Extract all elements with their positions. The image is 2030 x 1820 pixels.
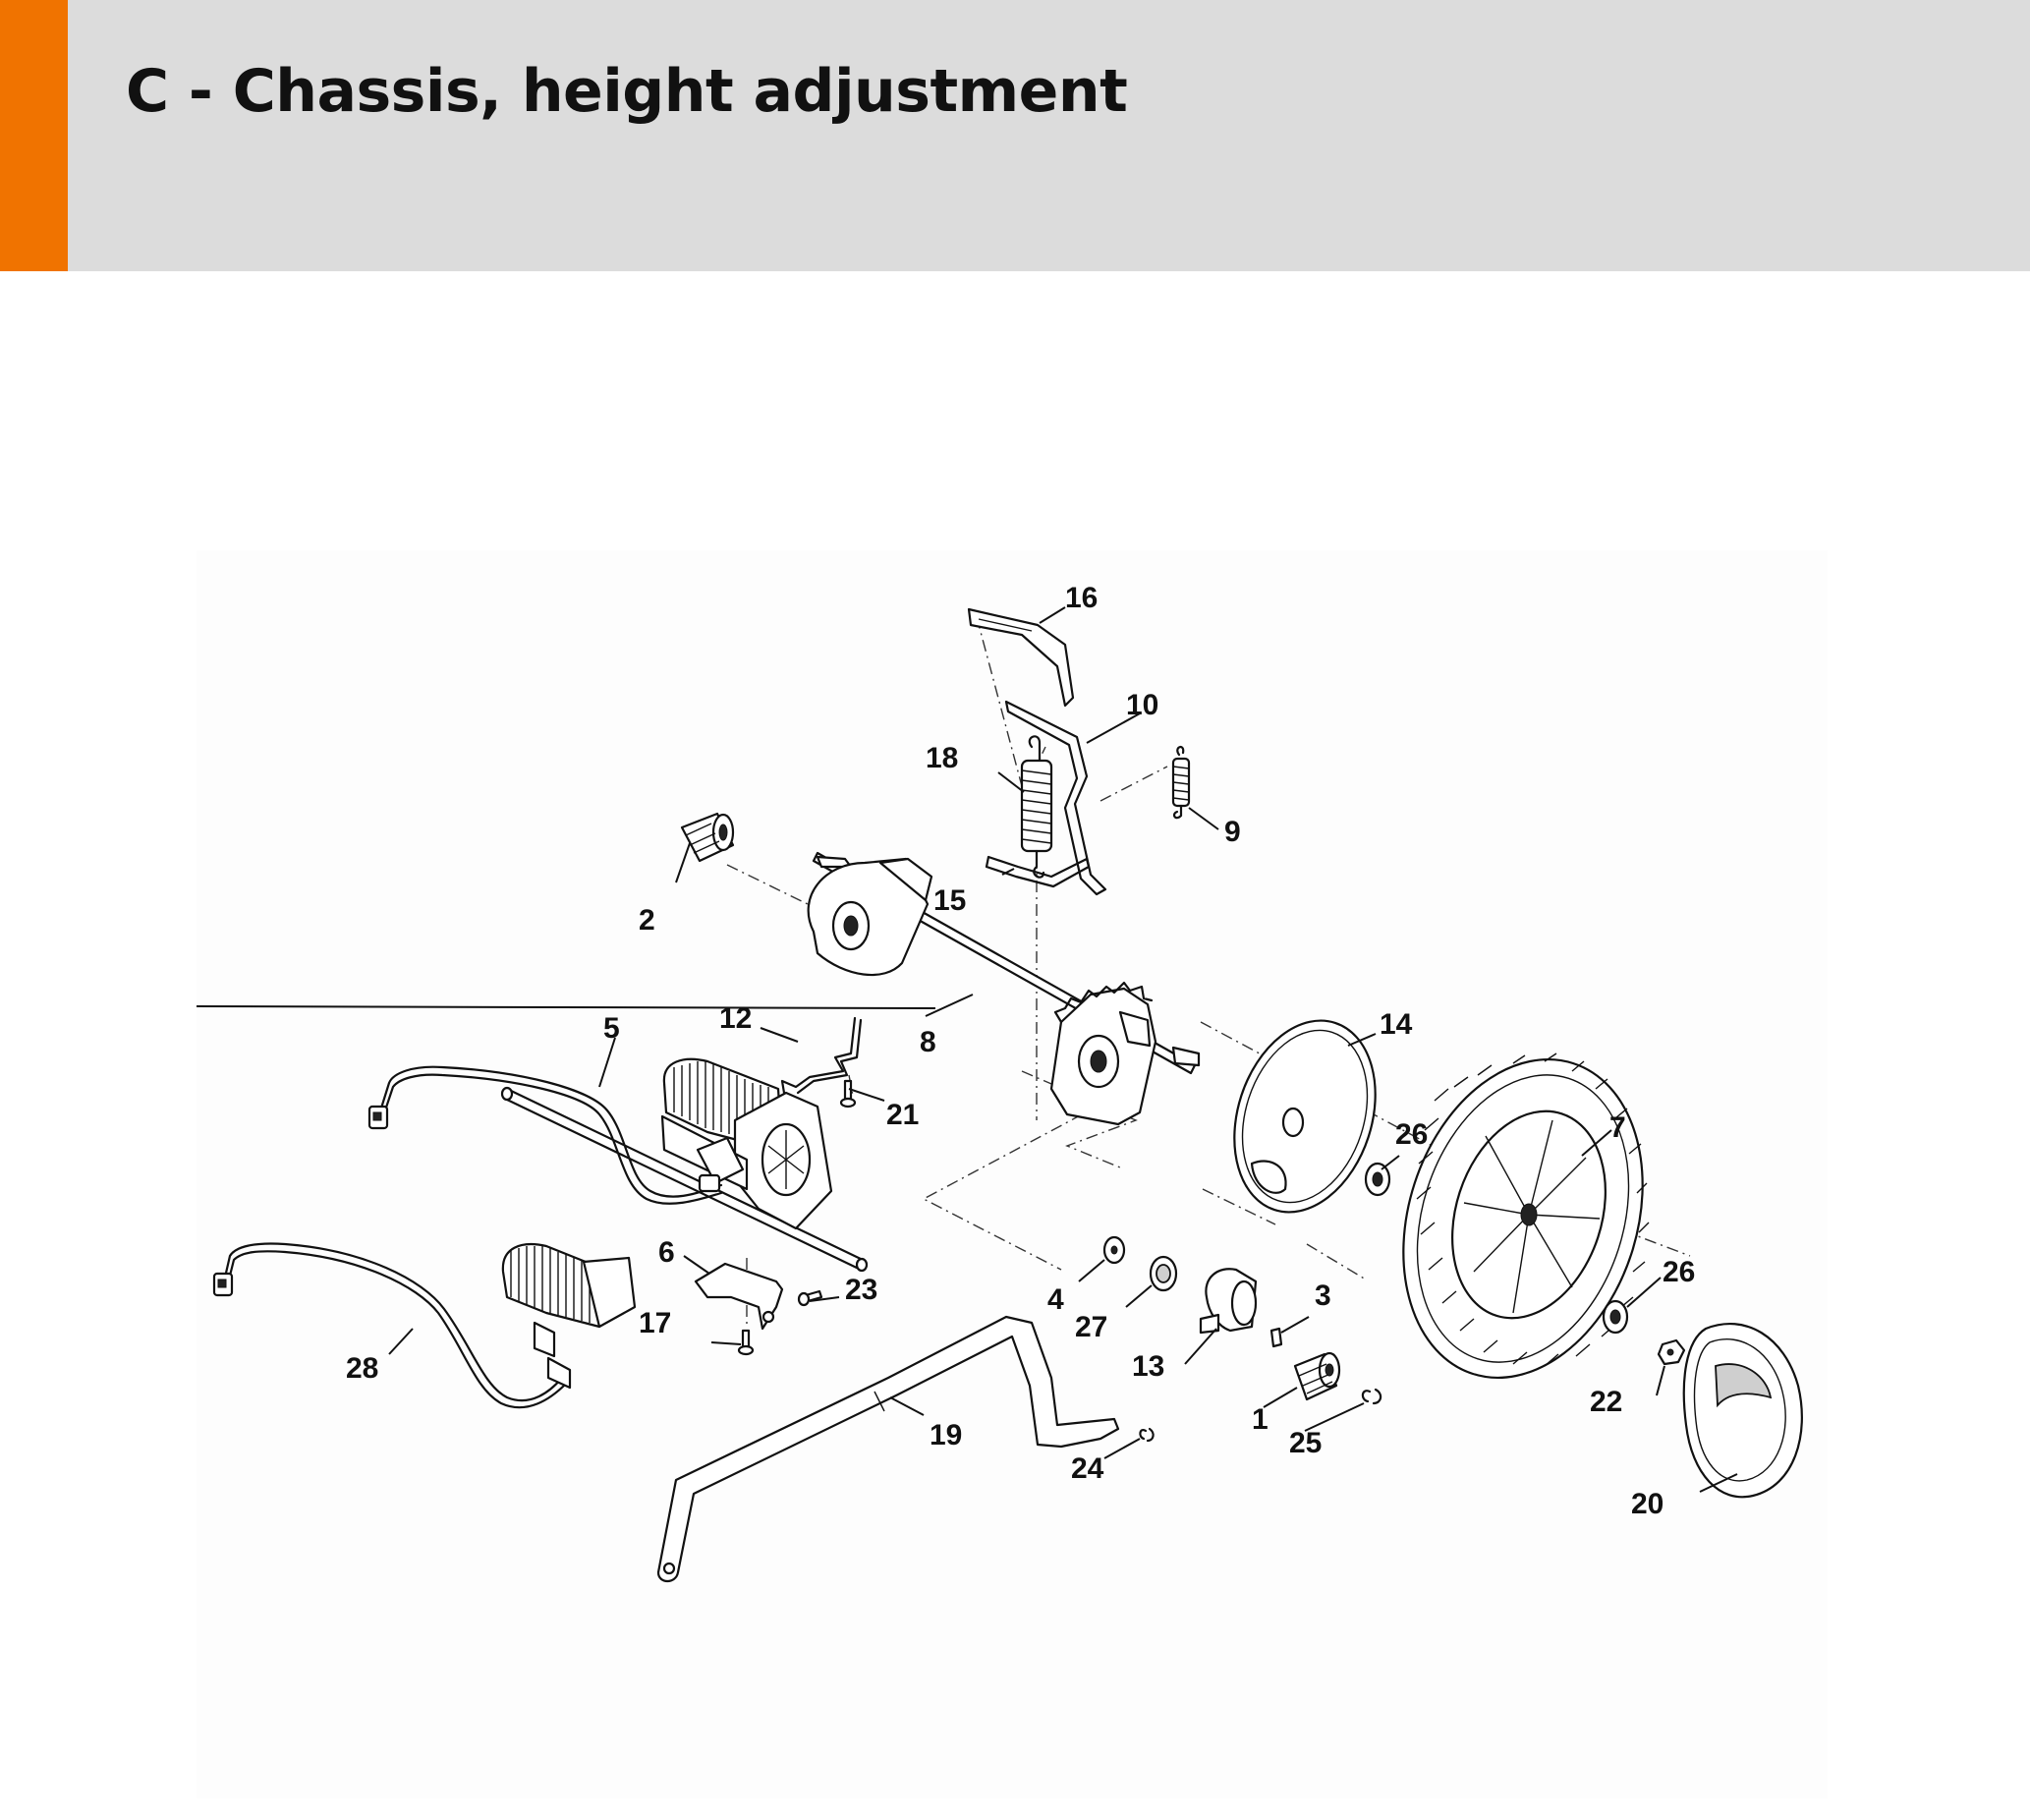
callout-24: 24 <box>1071 1452 1104 1485</box>
callout-12: 12 <box>719 1002 752 1035</box>
callout-13: 13 <box>1132 1350 1164 1383</box>
part-9-small-spring <box>1171 746 1191 820</box>
part-18-tension-spring <box>1020 735 1053 879</box>
part-16-height-lever-cover <box>967 607 1075 708</box>
callout-9: 9 <box>1224 816 1241 848</box>
part-15-linkage-rod <box>985 855 1091 888</box>
upper-motor-cable <box>367 1065 723 1205</box>
callout-26-lower: 26 <box>1663 1256 1695 1288</box>
part-19-height-adjustment-lever <box>656 1315 1120 1583</box>
part-1-pinion-gear <box>1293 1351 1341 1401</box>
callout-19: 19 <box>930 1419 962 1451</box>
page-title: C - Chassis, height adjustment <box>126 57 1128 126</box>
part-23-screw <box>797 1289 823 1307</box>
callout-22: 22 <box>1590 1386 1622 1418</box>
part-13-clutch-housing <box>1199 1268 1258 1335</box>
part-6-bracket <box>694 1262 784 1331</box>
exploded-view-drawing: 16 10 18 9 15 2 12 8 21 5 14 26 7 26 22 … <box>197 582 1803 1583</box>
callout-17: 17 <box>639 1307 671 1339</box>
callout-28: 28 <box>346 1352 378 1385</box>
callout-14: 14 <box>1380 1008 1413 1041</box>
part-4-washer <box>1102 1235 1126 1265</box>
callout-27: 27 <box>1075 1311 1107 1343</box>
header-accent-bar <box>0 0 68 271</box>
part-26-bearing-right <box>1602 1299 1629 1335</box>
callout-1: 1 <box>1252 1403 1269 1436</box>
part-26-bearing-left <box>1364 1162 1391 1197</box>
callout-2: 2 <box>639 904 655 937</box>
part-22-nut <box>1657 1338 1686 1366</box>
upper-motor-gearbox-assembly <box>660 1057 833 1230</box>
part-2-gear-bushing <box>680 812 735 863</box>
part-21-screw <box>839 1079 857 1109</box>
part-8-rear-axle <box>807 851 1201 1126</box>
callout-7: 7 <box>1609 1111 1626 1144</box>
callout-4: 4 <box>1047 1283 1064 1316</box>
callout-5: 5 <box>603 1012 620 1045</box>
callout-leader-lines <box>197 606 1738 1493</box>
page-header <box>0 0 2030 271</box>
part-3-key <box>1269 1327 1283 1348</box>
callout-8: 8 <box>920 1026 936 1058</box>
callout-18: 18 <box>926 742 958 774</box>
callout-10: 10 <box>1126 689 1158 721</box>
callout-25: 25 <box>1289 1427 1322 1459</box>
part-24-clip <box>1139 1427 1155 1443</box>
part-10-lever-rod <box>1004 700 1107 896</box>
part-5-drive-shaft <box>500 1086 869 1273</box>
callout-labels: 16 10 18 9 15 2 12 8 21 5 14 26 7 26 22 … <box>346 582 1695 1520</box>
part-20-hub-cap <box>1682 1323 1803 1499</box>
part-7-wheel <box>1402 1052 1650 1379</box>
callout-3: 3 <box>1315 1280 1331 1312</box>
part-14-wheel-disc <box>1233 1019 1377 1214</box>
callout-20: 20 <box>1631 1488 1663 1520</box>
part-28-lower-cable <box>212 1242 568 1409</box>
callout-26-upper: 26 <box>1395 1118 1428 1151</box>
part-25-circlip <box>1361 1388 1382 1405</box>
part-17-screw <box>737 1329 755 1356</box>
part-12-wire-spring <box>780 1016 863 1095</box>
lower-motor-assembly <box>501 1242 637 1390</box>
callout-15: 15 <box>933 884 966 917</box>
exploded-view-diagram: 16 10 18 9 15 2 12 8 21 5 14 26 7 26 22 … <box>197 550 1828 1798</box>
callout-23: 23 <box>845 1274 877 1306</box>
part-27-bearing <box>1149 1255 1178 1292</box>
callout-6: 6 <box>658 1236 675 1269</box>
callout-21: 21 <box>886 1099 919 1131</box>
callout-16: 16 <box>1065 582 1098 614</box>
